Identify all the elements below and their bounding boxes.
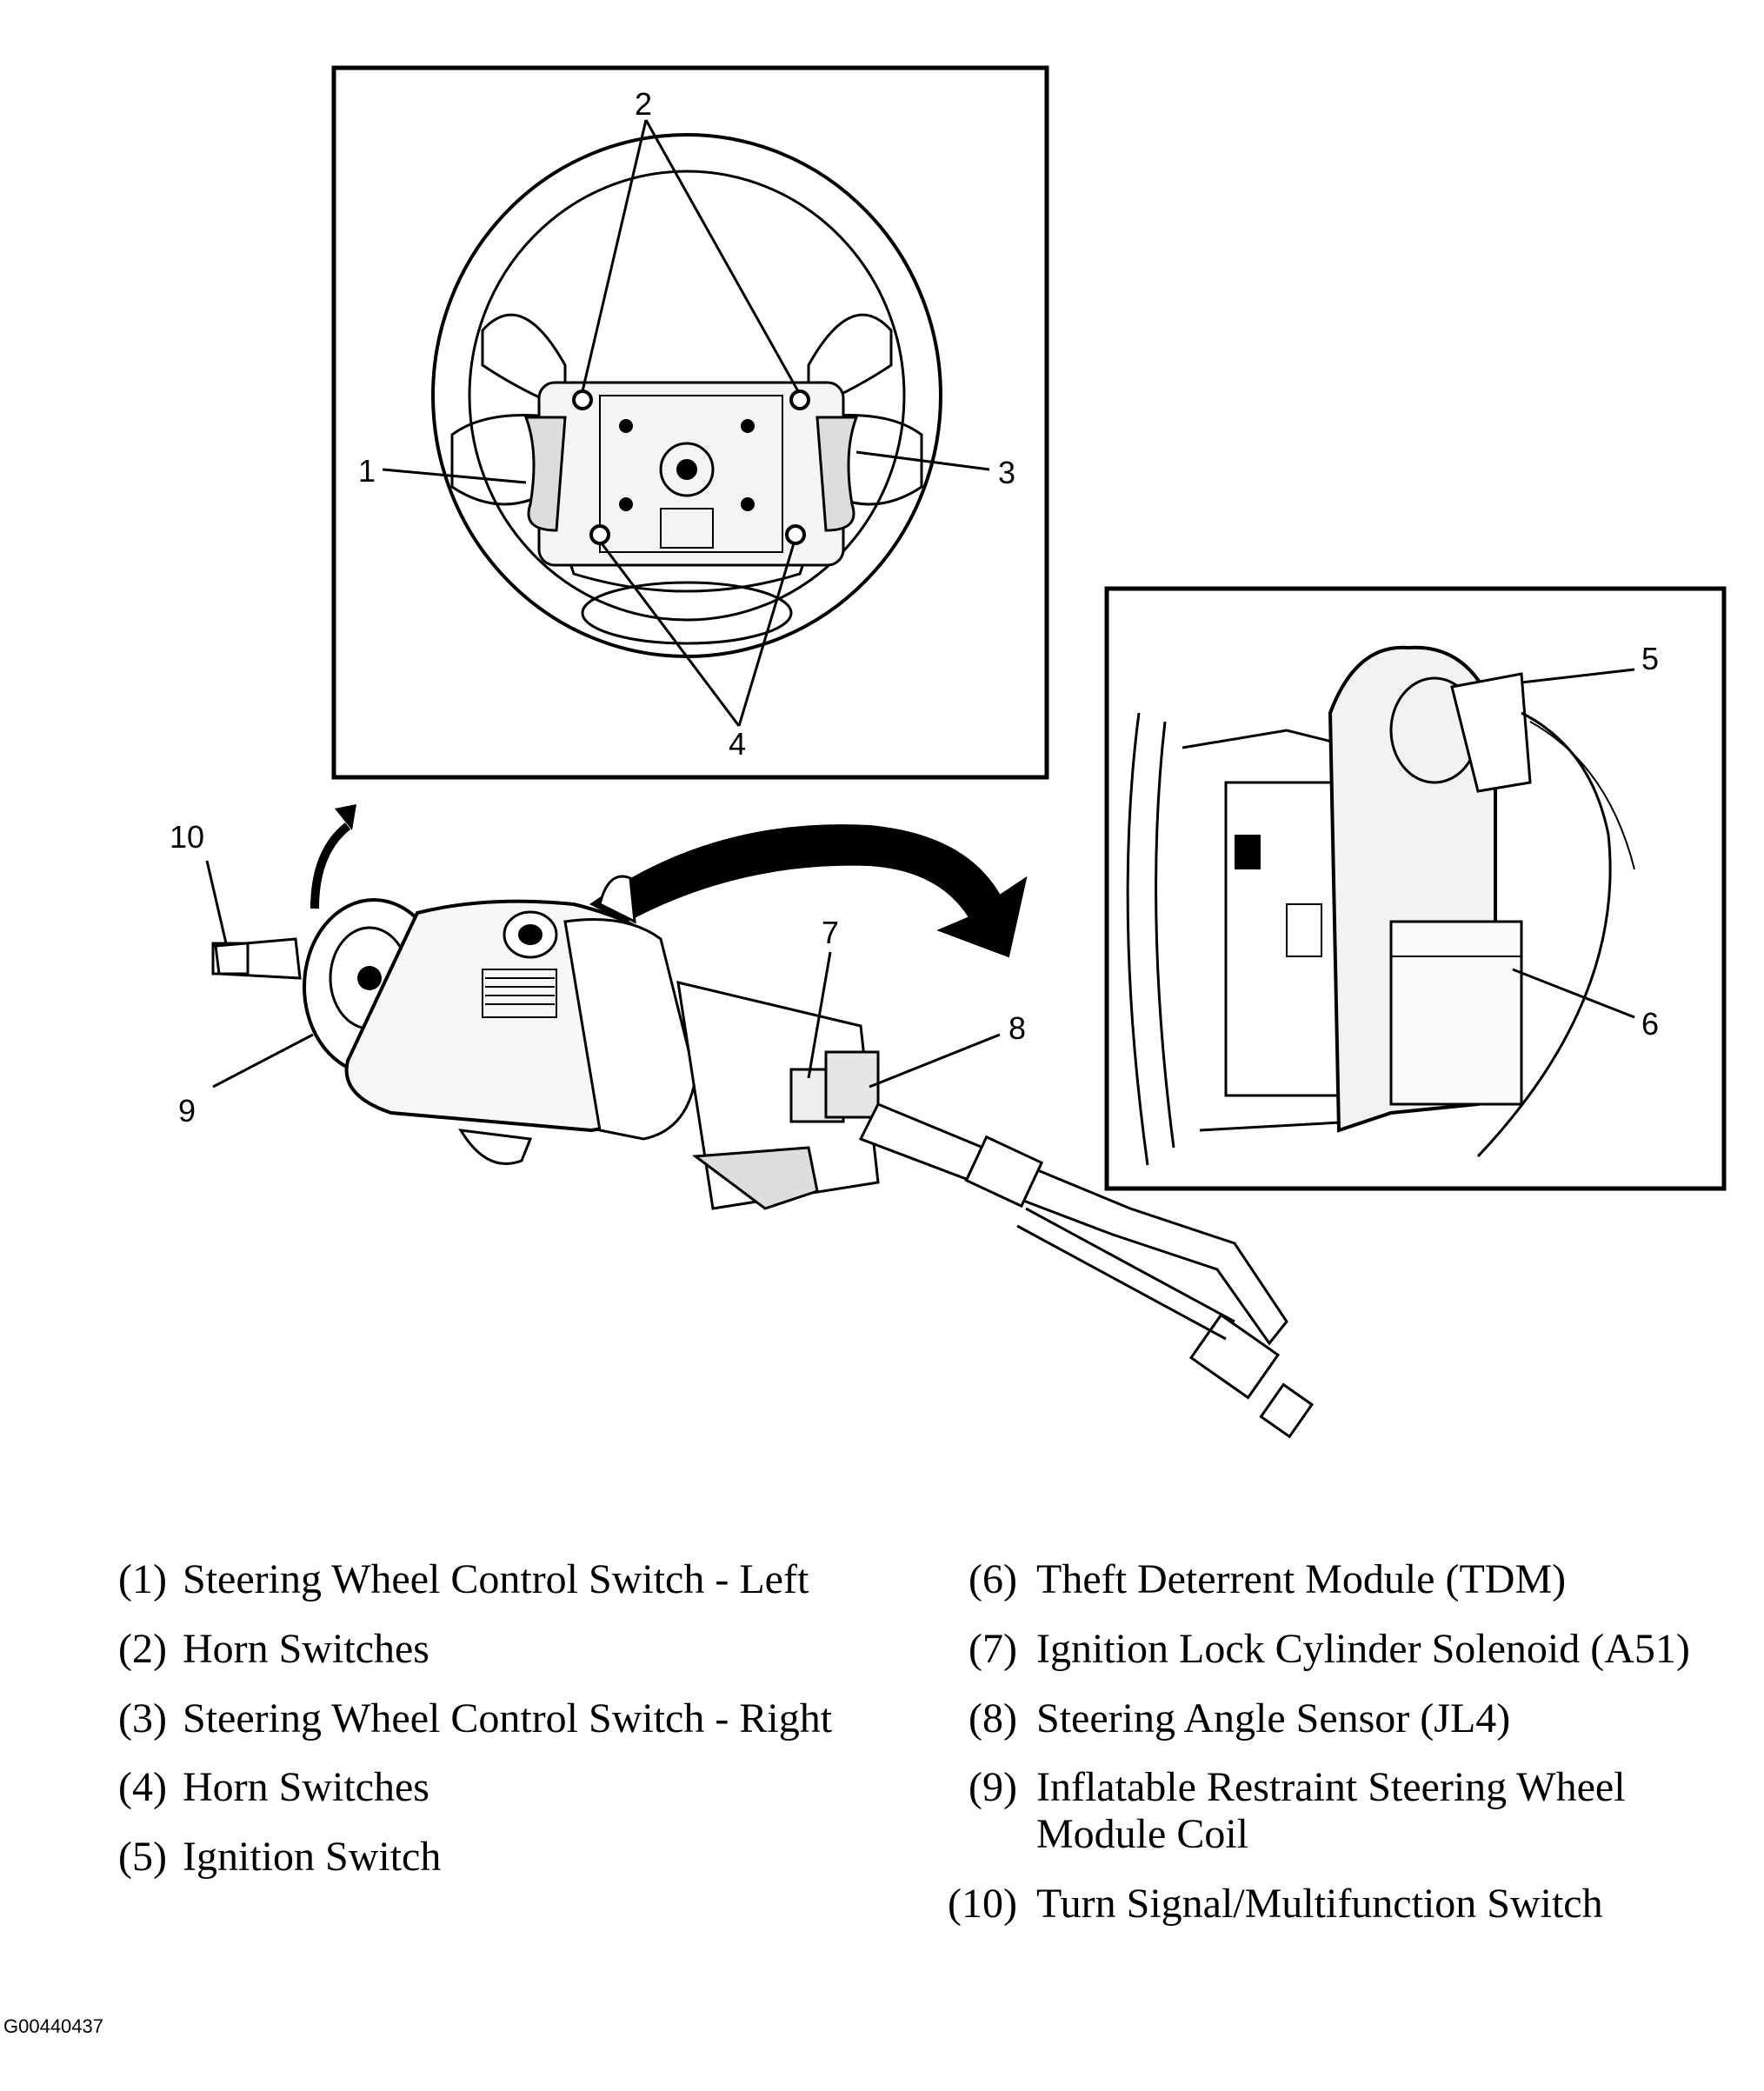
horn-switch-upper-right (789, 390, 810, 410)
legend-number: (7) (969, 1625, 1017, 1672)
legend-text: Steering Wheel Control Switch - Right (183, 1695, 833, 1741)
horn-switch-upper-left (572, 390, 593, 410)
legend-number: (4) (118, 1764, 167, 1811)
turn-signal-stalk (214, 937, 302, 980)
callout-4: 4 (729, 726, 746, 762)
legend-right-column: (6) Theft Deterrent Module (TDM) (7) Ign… (942, 1556, 1725, 1950)
legend-number: (9) (969, 1764, 1017, 1811)
legend-number: (5) (118, 1834, 167, 1880)
callout-9: 9 (178, 1093, 196, 1129)
legend-item-10: (10) Turn Signal/Multifunction Switch (942, 1881, 1725, 1928)
legend-number: (3) (118, 1695, 167, 1741)
legend-text: Turn Signal/Multifunction Switch (1036, 1880, 1603, 1927)
legend-number: (6) (969, 1556, 1017, 1602)
legend-number: (2) (118, 1625, 167, 1672)
callout-1: 1 (358, 453, 376, 489)
rotation-arrow-small (310, 822, 351, 909)
legend-item-4: (4) Horn Switches (111, 1764, 911, 1811)
legend-text: Inflatable Restraint Steering Wheel Modu… (1036, 1764, 1626, 1857)
theft-deterrent-module (1389, 920, 1523, 1106)
callout-6: 6 (1641, 1006, 1659, 1042)
legend-left-column: (1) Steering Wheel Control Switch - Left… (111, 1556, 911, 1903)
ignition-inset-frame (1104, 586, 1727, 1191)
legend-number: (1) (118, 1556, 167, 1602)
legend-number: (8) (969, 1695, 1017, 1741)
steering-column-diagram: 2 1 3 4 5 6 (170, 65, 1727, 1439)
legend-item-9: (9) Inflatable Restraint Steering Wheel … (942, 1764, 1725, 1858)
intermediate-shaft (858, 1102, 1288, 1346)
legend-item-2: (2) Horn Switches (111, 1626, 911, 1673)
steering-wheel-inset: 2 1 3 4 (331, 65, 1049, 780)
callout-5: 5 (1641, 641, 1659, 676)
rotation-arrow-large (589, 824, 1028, 958)
legend-text: Steering Wheel Control Switch - Left (183, 1556, 809, 1602)
legend-text: Ignition Lock Cylinder Solenoid (A51) (1036, 1625, 1690, 1672)
legend-item-1: (1) Steering Wheel Control Switch - Left (111, 1556, 911, 1603)
steering-column-assembly: 10 9 7 8 (170, 804, 1315, 1439)
legend-text: Theft Deterrent Module (TDM) (1036, 1556, 1567, 1602)
legend-item-6: (6) Theft Deterrent Module (TDM) (942, 1556, 1725, 1603)
ignition-inset: 5 6 (1104, 586, 1727, 1191)
legend-text: Steering Angle Sensor (JL4) (1036, 1695, 1511, 1741)
legend-item-7: (7) Ignition Lock Cylinder Solenoid (A51… (942, 1626, 1725, 1673)
horn-switch-lower-left (589, 524, 610, 545)
legend-text: Horn Switches (183, 1764, 429, 1811)
legend-item-8: (8) Steering Angle Sensor (JL4) (942, 1695, 1725, 1742)
callout-10: 10 (170, 819, 204, 855)
left-control-switch (523, 416, 567, 532)
callout-3: 3 (998, 455, 1015, 490)
callout-2: 2 (635, 86, 652, 122)
horn-switch-lower-right (785, 524, 806, 545)
figure-id: G00440437 (3, 2015, 103, 2037)
legend-item-5: (5) Ignition Switch (111, 1834, 911, 1881)
callout-8: 8 (1008, 1010, 1026, 1046)
right-control-switch (815, 416, 859, 532)
legend-text: Ignition Switch (183, 1834, 442, 1880)
legend-item-3: (3) Steering Wheel Control Switch - Righ… (111, 1695, 911, 1742)
steering-angle-sensor (824, 1050, 880, 1119)
callout-7: 7 (822, 915, 839, 950)
legend-number: (10) (948, 1880, 1017, 1927)
legend-text: Horn Switches (183, 1625, 429, 1672)
steering-wheel-inset-frame (331, 65, 1049, 780)
